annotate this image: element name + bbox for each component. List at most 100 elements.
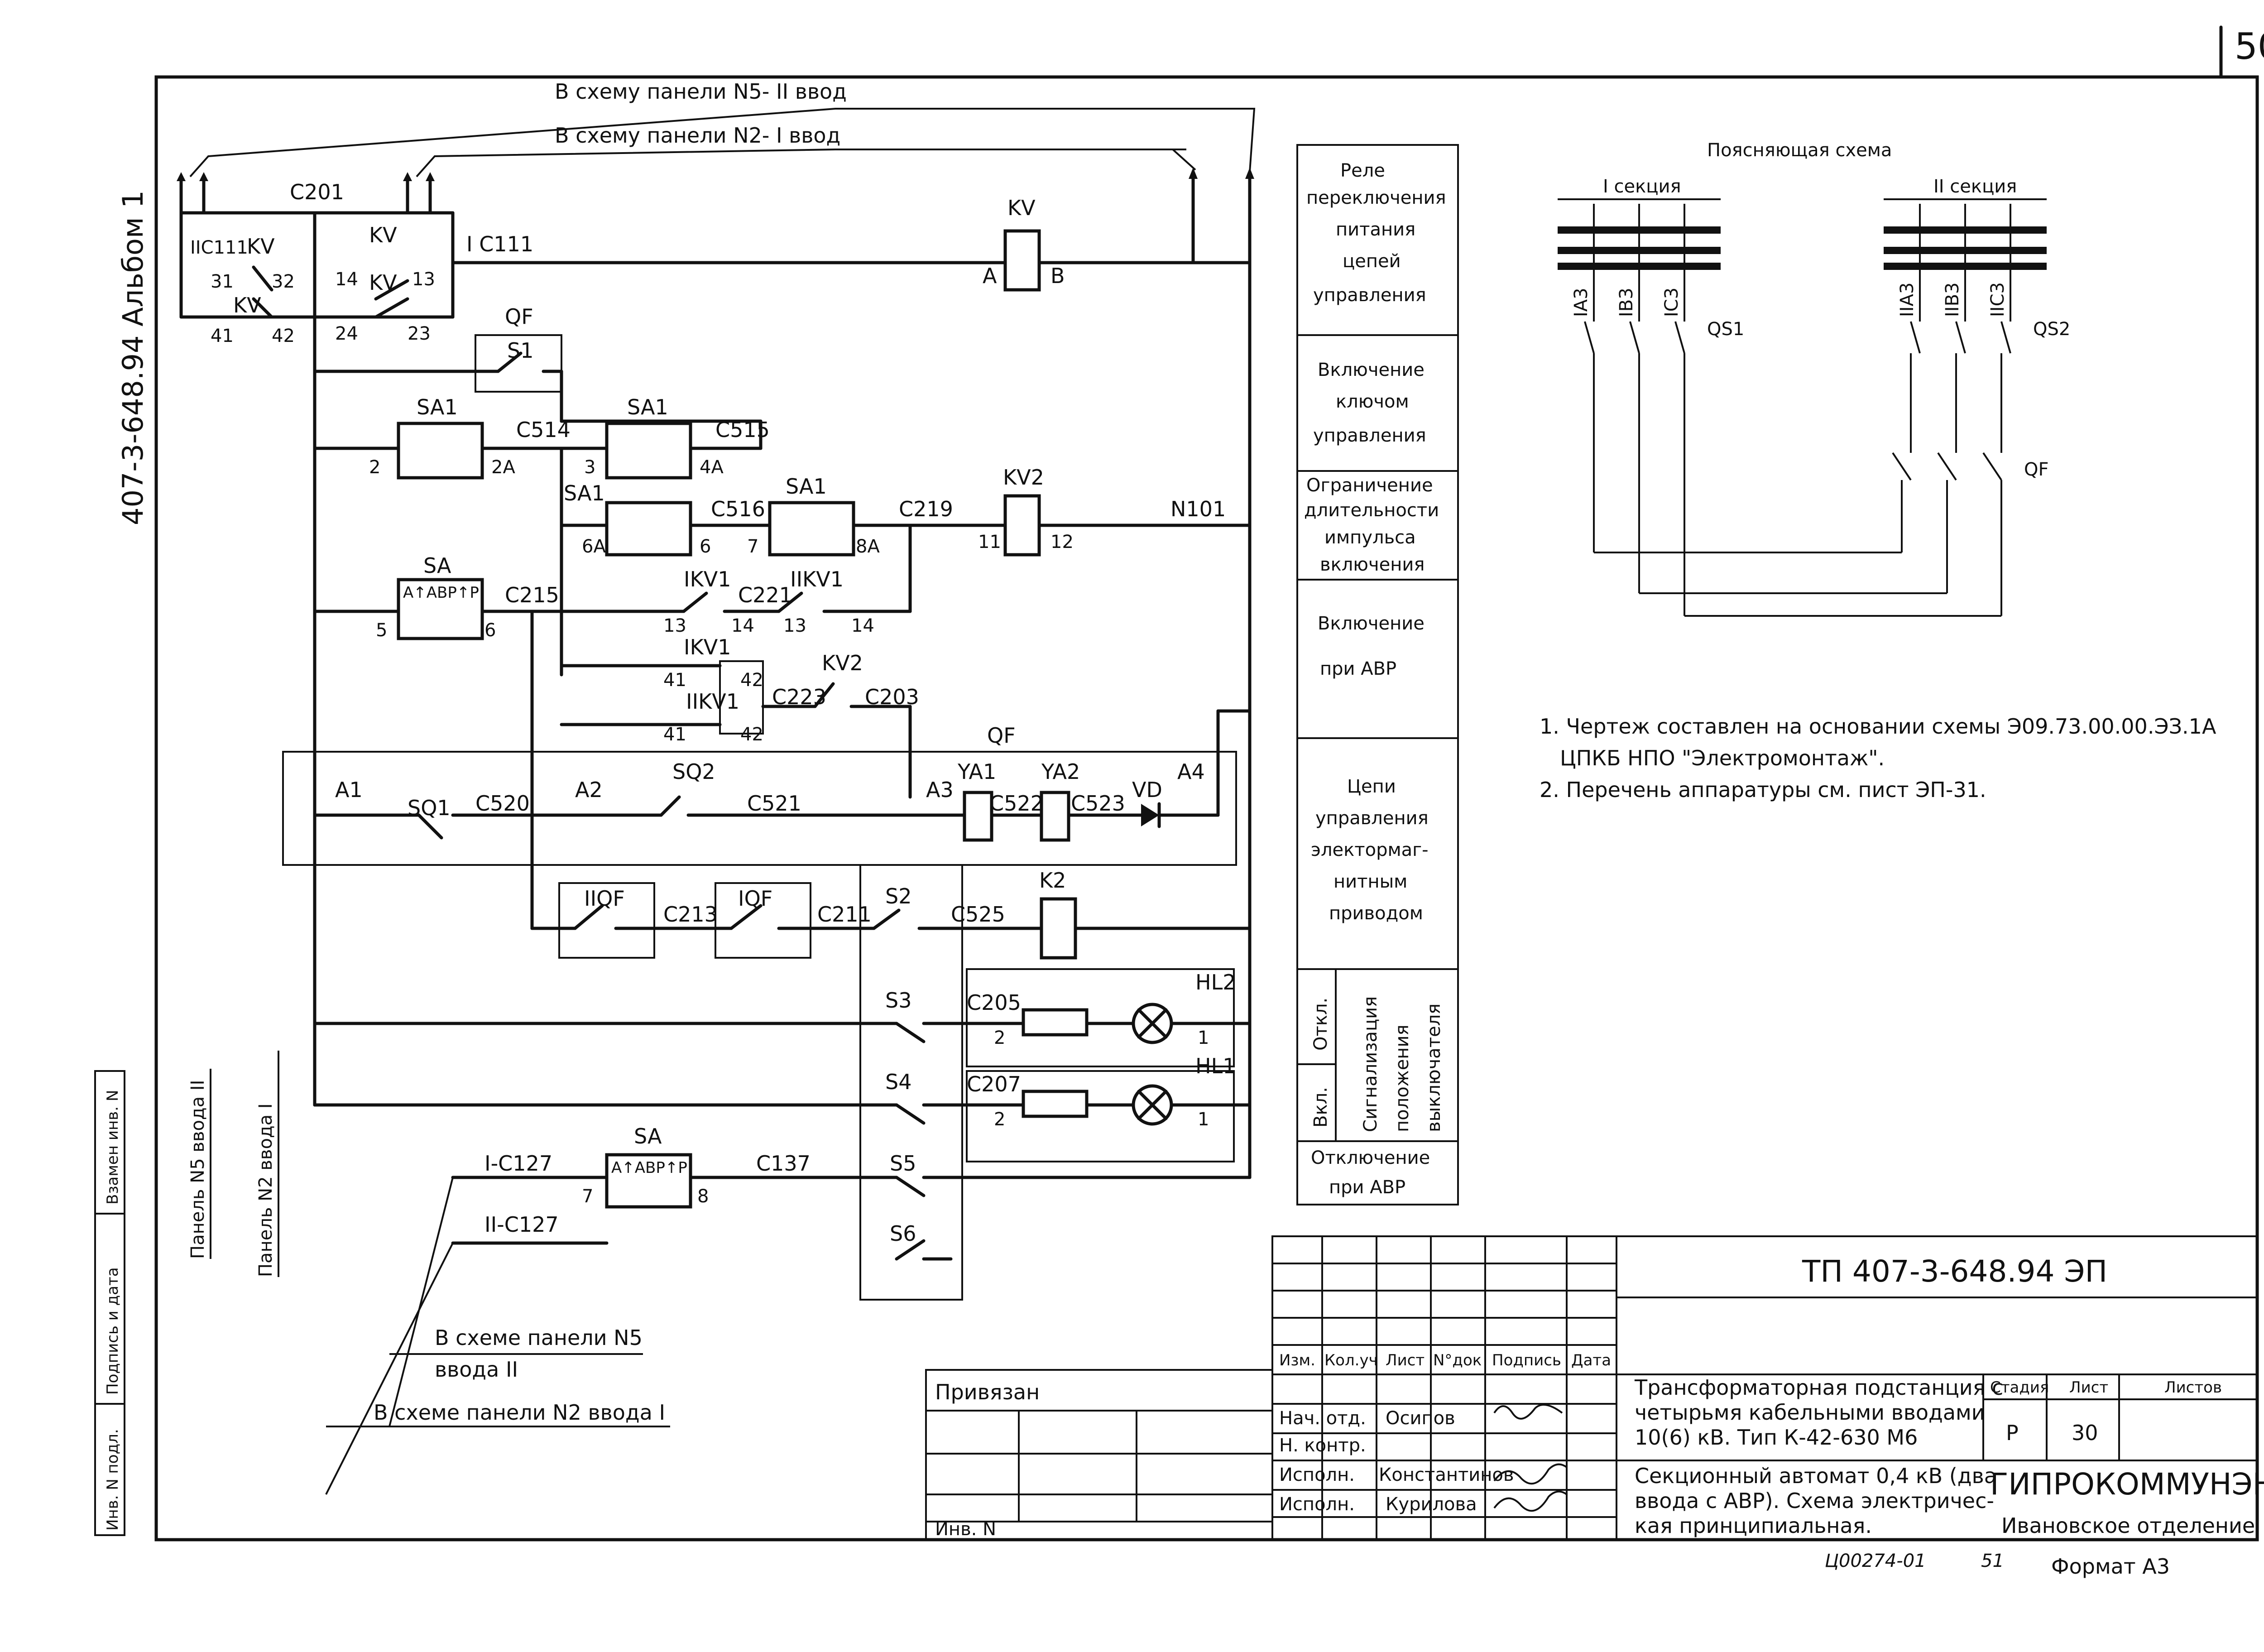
label-1-lamp2: 1 — [1198, 1109, 1209, 1130]
label-14c: 14 — [851, 615, 874, 636]
legend-4-line2: при АВР — [1320, 658, 1396, 679]
label-C521: C521 — [747, 791, 801, 816]
label-HL2: HL2 — [1195, 970, 1236, 994]
label-KV2-b: KV2 — [822, 651, 863, 675]
stamp-inv: Инв. N подл. — [104, 1429, 122, 1531]
tb-role-1: Нач. отд. — [1279, 1408, 1366, 1429]
album-label: 407-3-648.94 Альбом 1 — [116, 190, 149, 525]
tb-inv: Инв. N — [935, 1519, 996, 1540]
label-A3: A3 — [926, 778, 954, 802]
page-number: 50 — [2235, 25, 2264, 67]
legend-1-line4: цепей — [1343, 251, 1401, 272]
label-cb2: В схеме панели N2 ввода I — [374, 1400, 665, 1425]
tb-name-4: Курилова — [1386, 1494, 1477, 1515]
mini-IA3: IA3 — [1571, 288, 1592, 317]
legend-3-line4: включения — [1320, 554, 1425, 575]
legend-on: Вкл. — [1310, 1087, 1331, 1128]
label-7: 7 — [747, 536, 758, 557]
tb-role-2: Н. контр. — [1279, 1435, 1366, 1456]
mini-IIA3: IIA3 — [1897, 283, 1918, 317]
label-IC111: I C111 — [466, 232, 533, 256]
legend-5-line2: управления — [1315, 808, 1429, 829]
label-S1: S1 — [507, 338, 533, 363]
label-32: 32 — [272, 271, 295, 292]
label-C221: C221 — [738, 583, 792, 607]
tb-title-2: четырьмя кабельными вводами — [1635, 1400, 1985, 1425]
legend-2-line2: ключом — [1336, 391, 1409, 412]
tb-list-head: Лист — [2069, 1378, 2108, 1397]
label-6A: 6A — [582, 536, 606, 557]
label-C201: C201 — [290, 180, 344, 204]
legend-sig-2: положения — [1392, 1024, 1413, 1132]
label-S6: S6 — [890, 1221, 916, 1246]
label-IKV1-a: IKV1 — [684, 567, 731, 591]
label-8: 8 — [697, 1186, 709, 1207]
top-feeds: В схему панели N5- II ввод В схему панел… — [177, 79, 1256, 1179]
tb-desc-2: ввода с АВР). Схема электричес- — [1635, 1489, 1994, 1513]
legend-1-line5: управления — [1313, 285, 1426, 306]
legend-3-line3: импульса — [1324, 527, 1416, 548]
mini-section-2: II секция — [1933, 176, 2017, 197]
label-C213: C213 — [663, 902, 718, 927]
label-2A: 2A — [491, 457, 515, 478]
label-SA1-a: SA1 — [417, 395, 458, 419]
mini-section-1: I секция — [1603, 176, 1681, 197]
label-cb1: В схеме панели N5 — [435, 1325, 643, 1350]
label-SQ1: SQ1 — [408, 796, 451, 820]
label-SA1-d: SA1 — [786, 474, 827, 499]
circuit-labels: C201 IIC111 KV 31 32 KV 41 42 KV 14 KV 1… — [190, 180, 1236, 1427]
label-S5: S5 — [890, 1151, 916, 1176]
label-N101: N101 — [1170, 497, 1226, 521]
label-11: 11 — [978, 532, 1001, 552]
label-14b: 14 — [731, 615, 754, 636]
label-41c: 41 — [663, 724, 686, 745]
side-stamps: 407-3-648.94 Альбом 1 Взамен инв. N Подп… — [94, 190, 279, 1536]
label-S3: S3 — [885, 988, 911, 1013]
legend-3-line1: Ограничение — [1306, 475, 1433, 496]
label-23: 23 — [408, 323, 431, 344]
label-5: 5 — [376, 620, 387, 641]
label-A2: A2 — [575, 778, 603, 802]
tb-name-1: Осипов — [1386, 1408, 1455, 1429]
label-C207: C207 — [967, 1072, 1021, 1096]
label-B: B — [1050, 264, 1065, 288]
label-13c: 13 — [783, 615, 806, 636]
legend-5-line1: Цепи — [1347, 776, 1396, 797]
tb-desc-3: кая принципиальная. — [1635, 1513, 1872, 1538]
label-C523: C523 — [1071, 791, 1125, 816]
mini-IIC3: IIC3 — [1987, 282, 2008, 317]
label-abp-b: А↑АВР↑Р — [611, 1159, 687, 1177]
tb-org-2: Ивановское отделение — [2001, 1513, 2255, 1538]
label-KV-4: KV — [369, 270, 397, 295]
label-12: 12 — [1050, 532, 1074, 552]
legend-sig-3: выключателя — [1424, 1004, 1444, 1132]
label-42b: 42 — [740, 670, 763, 691]
label-C223: C223 — [772, 685, 826, 709]
label-31: 31 — [211, 271, 234, 292]
label-KV-3: KV — [369, 223, 397, 247]
label-SQ2: SQ2 — [672, 759, 715, 784]
tb-org: ГИПРОКОММУНЭНЕРГО — [1990, 1467, 2264, 1502]
tb-bottom-code: Ц00274-01 — [1825, 1551, 1926, 1571]
note-2: 2. Перечень аппаратуры см. пист ЭП-31. — [1540, 778, 1986, 802]
label-C219: C219 — [899, 497, 953, 521]
tb-role-4: Исполн. — [1279, 1494, 1355, 1515]
tb-stadia-value: Р — [2006, 1421, 2019, 1445]
legend-1-line2: переключения — [1306, 187, 1446, 208]
tb-desc-1: Секционный автомат 0,4 кВ (два — [1635, 1464, 1997, 1488]
label-S2: S2 — [885, 884, 911, 908]
label-8A: 8A — [856, 536, 880, 557]
label-A4: A4 — [1177, 759, 1205, 784]
mini-QF: QF — [2024, 459, 2049, 480]
mini-QS1: QS1 — [1707, 319, 1744, 340]
tb-h-ndok: N°док — [1433, 1351, 1482, 1369]
label-13b: 13 — [663, 615, 686, 636]
label-C515: C515 — [715, 418, 770, 442]
label-C522: C522 — [989, 791, 1044, 816]
legend-7-line2: при АВР — [1329, 1177, 1405, 1198]
label-IC127: I-C127 — [484, 1151, 552, 1176]
mini-QS2: QS2 — [2033, 319, 2070, 340]
label-KV-coil: KV — [1007, 196, 1036, 220]
note-1b: ЦПКБ НПО "Электромонтаж". — [1560, 746, 1885, 770]
